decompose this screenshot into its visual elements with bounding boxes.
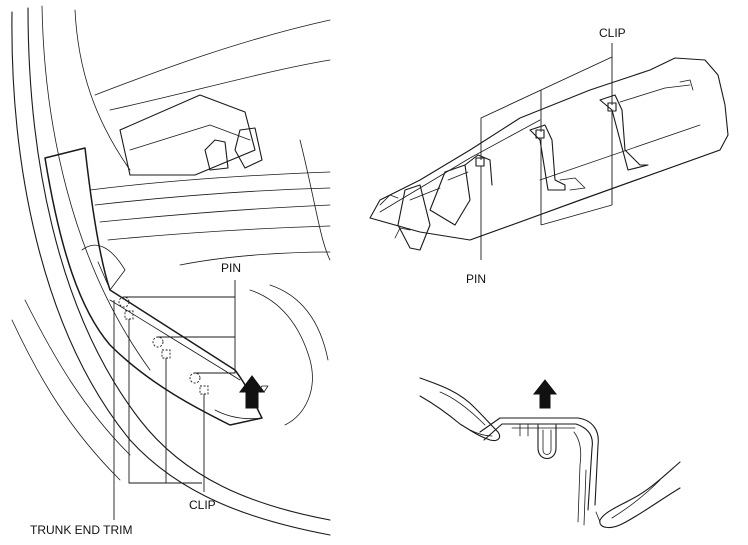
- left-pin-clip-markers: [118, 296, 209, 395]
- right-leader-lines: [480, 43, 613, 260]
- left-clip-label: CLIP: [189, 498, 216, 512]
- trunk-end-trim-label: TRUNK END TRIM: [30, 523, 132, 537]
- left-leader-lines: [113, 280, 236, 520]
- up-arrow-icon: [239, 375, 269, 409]
- up-arrow-icon: [532, 379, 558, 409]
- clip-removal-detail: [419, 377, 681, 529]
- left-vehicle-illustration: [11, 5, 331, 536]
- trim-panel-back-view: [369, 57, 729, 251]
- left-pin-label: PIN: [221, 261, 241, 275]
- right-pin-label: PIN: [466, 272, 486, 286]
- right-clip-label: CLIP: [599, 26, 626, 40]
